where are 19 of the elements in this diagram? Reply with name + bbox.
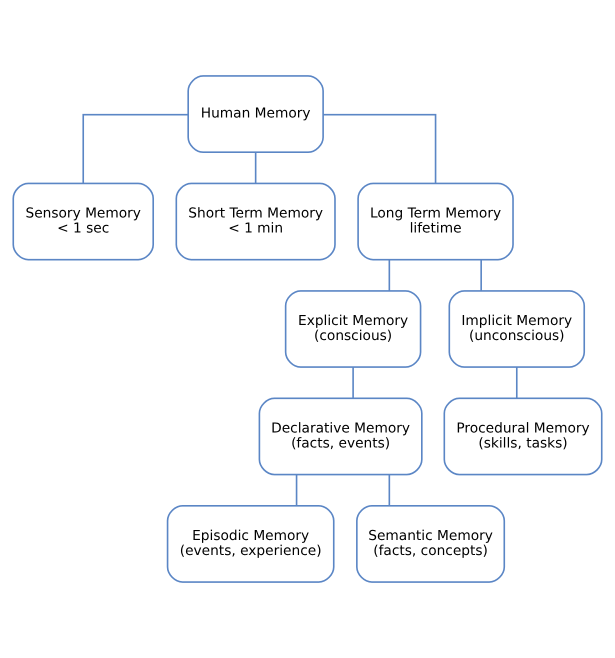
node-box: Sensory Memory < 1 sec (12, 182, 154, 260)
connector (254, 152, 256, 184)
connector (352, 367, 354, 398)
node-box: Long Term Memory lifetime (357, 182, 514, 260)
node-box: Short Term Memory < 1 min (176, 182, 336, 260)
node-box: Explicit Memory (conscious) (284, 290, 422, 368)
node-box: Implicit Memory (unconscious) (448, 290, 586, 368)
node-box: Episodic Memory (events, experience) (166, 504, 335, 583)
node-box: Procedural Memory (skills, tasks) (444, 398, 603, 476)
connector (82, 114, 188, 183)
node-box: Human Memory (187, 75, 324, 154)
connector (323, 114, 436, 183)
connector (296, 474, 298, 506)
connector (388, 474, 390, 506)
connector (516, 367, 518, 398)
connector (388, 260, 390, 291)
connector (480, 260, 482, 291)
node-box: Semantic Memory (facts, concepts) (356, 504, 506, 583)
node-box: Declarative Memory (facts, events) (258, 398, 423, 476)
